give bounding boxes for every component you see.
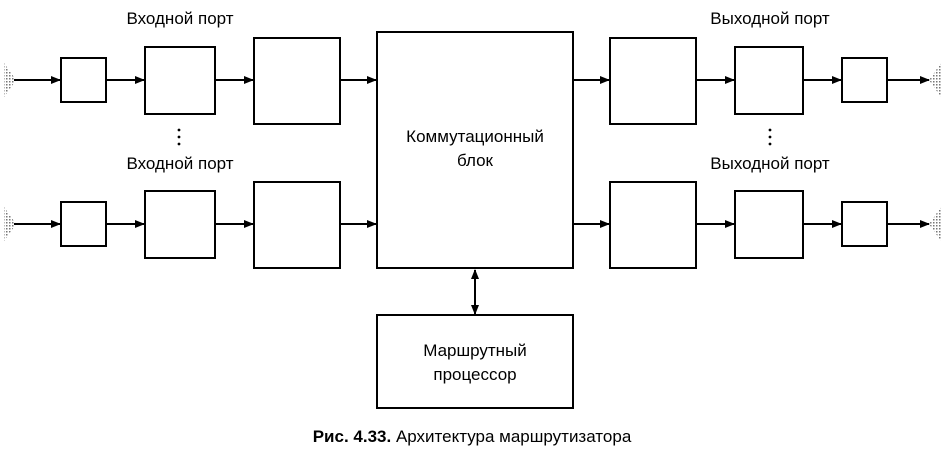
output-port-box-large-bottom <box>609 181 697 269</box>
output-port-box-large-top <box>609 37 697 125</box>
input-port-box-small-bottom <box>60 201 107 247</box>
input-port-label-top: Входной порт <box>126 9 233 28</box>
routing-processor-label-line1: Маршрутный <box>423 341 527 360</box>
input-port-box-mid-bottom <box>144 190 216 259</box>
output-port-box-small-bottom <box>841 201 888 247</box>
input-ellipsis <box>177 128 181 146</box>
output-port-label-bottom: Выходной порт <box>710 154 830 173</box>
output-ellipsis <box>768 128 772 146</box>
input-port-box-large-bottom <box>253 181 341 269</box>
output-port-box-mid-bottom <box>734 190 804 259</box>
input-port-label-bottom: Входной порт <box>126 154 233 173</box>
routing-processor-label-line2: процессор <box>433 365 516 384</box>
input-port-box-large-top <box>253 37 341 125</box>
input-port-box-small-top <box>60 57 107 103</box>
switching-block-label-line2: блок <box>457 151 494 170</box>
output-port-label-top: Выходной порт <box>710 9 830 28</box>
switching-block <box>376 31 574 269</box>
output-line-hatch-bottom <box>929 207 941 241</box>
switching-block-label-line1: Коммутационный <box>406 127 544 146</box>
output-port-box-mid-top <box>734 46 804 115</box>
figure-caption-number: Рис. 4.33. <box>313 427 392 446</box>
figure-caption-text: Архитектура маршрутизатора <box>391 427 632 446</box>
routing-processor <box>376 314 574 409</box>
output-port-box-small-top <box>841 57 888 103</box>
input-line-hatch-top <box>4 63 16 97</box>
input-line-hatch-bottom <box>4 207 16 241</box>
figure-caption: Рис. 4.33. Архитектура маршрутизатора <box>313 427 632 446</box>
input-port-box-mid-top <box>144 46 216 115</box>
output-line-hatch-top <box>929 63 941 97</box>
